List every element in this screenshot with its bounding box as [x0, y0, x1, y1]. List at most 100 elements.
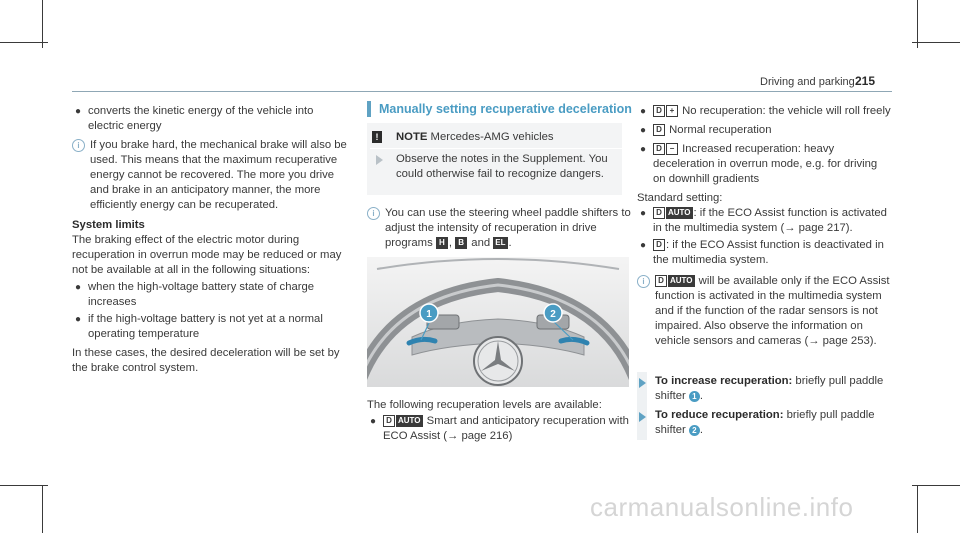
note-subject: Mercedes-AMG vehicles [430, 131, 554, 143]
bullet-icon: ● [75, 314, 82, 325]
list-item: ● converts the kinetic energy of the veh… [72, 104, 352, 134]
drive-program-h-icon: H [435, 237, 448, 249]
header-rule [72, 91, 892, 92]
drive-program-el-icon: EL [493, 237, 508, 249]
info-icon: i [367, 207, 380, 220]
bullet-icon: ● [640, 208, 647, 219]
step-arrow-icon [639, 378, 646, 388]
info-icon: i [72, 139, 85, 152]
crop-mark [912, 485, 960, 486]
left-paddle-shifter [406, 336, 438, 346]
step-text: briefly pull paddle shifter [655, 409, 875, 436]
bullet-icon: ● [640, 144, 647, 155]
dashboard-line [376, 258, 620, 270]
minus-icon: − [666, 143, 678, 155]
crop-mark [42, 485, 43, 533]
crop-mark [0, 485, 48, 486]
auto-icon: AUTO [668, 275, 695, 287]
svg-text:1: 1 [426, 309, 432, 320]
note-divider [370, 148, 622, 149]
info-block: i If you brake hard, the mechanical brak… [72, 138, 352, 213]
callout-1-badge: 1 [688, 391, 700, 402]
crop-mark [42, 0, 43, 48]
wheel-rim-highlight [367, 283, 629, 367]
step-increase: To increase recuperation: briefly pull p… [655, 375, 884, 402]
bullet-text: if the high-voltage battery is not yet a… [88, 313, 323, 340]
bullet-text: D− Increased recuperation: heavy deceler… [653, 143, 878, 185]
section-title: Manually setting recuperative decelerati… [379, 102, 632, 116]
right-paddle-shifter [558, 336, 590, 346]
page-number: 215 [855, 74, 876, 88]
callout-2-badge: 2 [688, 425, 700, 436]
note-header: NOTE Mercedes-AMG vehicles [396, 130, 616, 145]
crop-mark [912, 42, 960, 43]
note-box [367, 123, 622, 195]
info-icon: i [637, 275, 650, 288]
figure-callout-2 [543, 303, 563, 323]
section-accent-bar [367, 101, 371, 117]
right-column: ● D+ No recuperation: the vehicle will r… [637, 104, 892, 349]
bullet-text: D Normal recuperation [653, 123, 892, 138]
running-header: Driving and parking [760, 76, 855, 88]
note-label: NOTE [396, 131, 428, 143]
drive-d-icon: D [653, 105, 665, 117]
bullet-text: D: if the ECO Assist function is deactiv… [653, 239, 884, 266]
subheading-system-limits: System limits [72, 219, 145, 231]
plus-icon: + [666, 105, 678, 117]
bullet-icon: ● [640, 240, 647, 251]
figure-callout-1 [419, 303, 439, 323]
bullet-text: D+ No recuperation: the vehicle will rol… [653, 104, 892, 119]
step-label: To reduce recuperation: [655, 409, 784, 421]
closing-text: In these cases, the desired deceleration… [72, 347, 340, 374]
auto-icon: AUTO [666, 207, 693, 219]
drive-program-b-icon: B [455, 237, 468, 249]
list-item: ● D+ No recuperation: the vehicle will r… [637, 104, 892, 119]
svg-text:2: 2 [550, 309, 556, 320]
drive-d-icon: D [383, 415, 395, 427]
watermark: carmanualsonline.info [590, 492, 854, 522]
bullet-icon: ● [640, 106, 647, 117]
crop-mark [0, 42, 48, 43]
step-label: To increase recuperation: [655, 375, 793, 387]
system-limits-text: The braking effect of the electric motor… [72, 234, 342, 276]
info-block: i You can use the steering wheel paddle … [367, 206, 645, 251]
left-column: ● converts the kinetic energy of the veh… [72, 104, 352, 376]
list-item: ● D Normal recuperation [637, 123, 892, 138]
auto-icon: AUTO [396, 415, 423, 427]
drive-d-icon: D [653, 143, 665, 155]
steering-wheel-figure: 1 2 [367, 257, 629, 387]
bullet-icon: ● [370, 416, 377, 427]
step-text: briefly pull paddle shifter [655, 375, 884, 402]
warning-flag-icon: ! [372, 131, 382, 143]
note-body: Observe the notes in the Supplement. You… [396, 153, 608, 180]
bullet-icon: ● [640, 125, 647, 136]
drive-d-icon: D [653, 239, 665, 251]
bullet-text: converts the kinetic energy of the vehic… [88, 105, 314, 132]
bullet-text: when the high-voltage battery state of c… [88, 281, 315, 308]
list-item: ● if the high-voltage battery is not yet… [72, 312, 352, 342]
drive-d-icon: D [655, 275, 667, 287]
step-arrow-icon [639, 412, 646, 422]
list-item: ● D− Increased recuperation: heavy decel… [637, 142, 892, 187]
crop-mark [917, 485, 918, 533]
bullet-icon: ● [75, 106, 82, 117]
step-arrow-icon [376, 155, 383, 165]
crop-mark [917, 0, 918, 48]
list-item: ● D: if the ECO Assist function is deact… [637, 238, 892, 268]
info-text: You can use the steering wheel paddle sh… [385, 207, 631, 249]
info-text: If you brake hard, the mechanical brake … [90, 139, 347, 211]
drive-d-icon: D [653, 207, 665, 219]
drive-d-icon: D [653, 124, 665, 136]
list-item: ● when the high-voltage battery state of… [72, 280, 352, 310]
bullet-icon: ● [75, 282, 82, 293]
step-bar [637, 372, 647, 440]
standard-setting-label: Standard setting: [637, 192, 723, 204]
levels-intro: The following recuperation levels are av… [367, 399, 602, 411]
step-reduce: To reduce recuperation: briefly pull pad… [655, 409, 875, 436]
